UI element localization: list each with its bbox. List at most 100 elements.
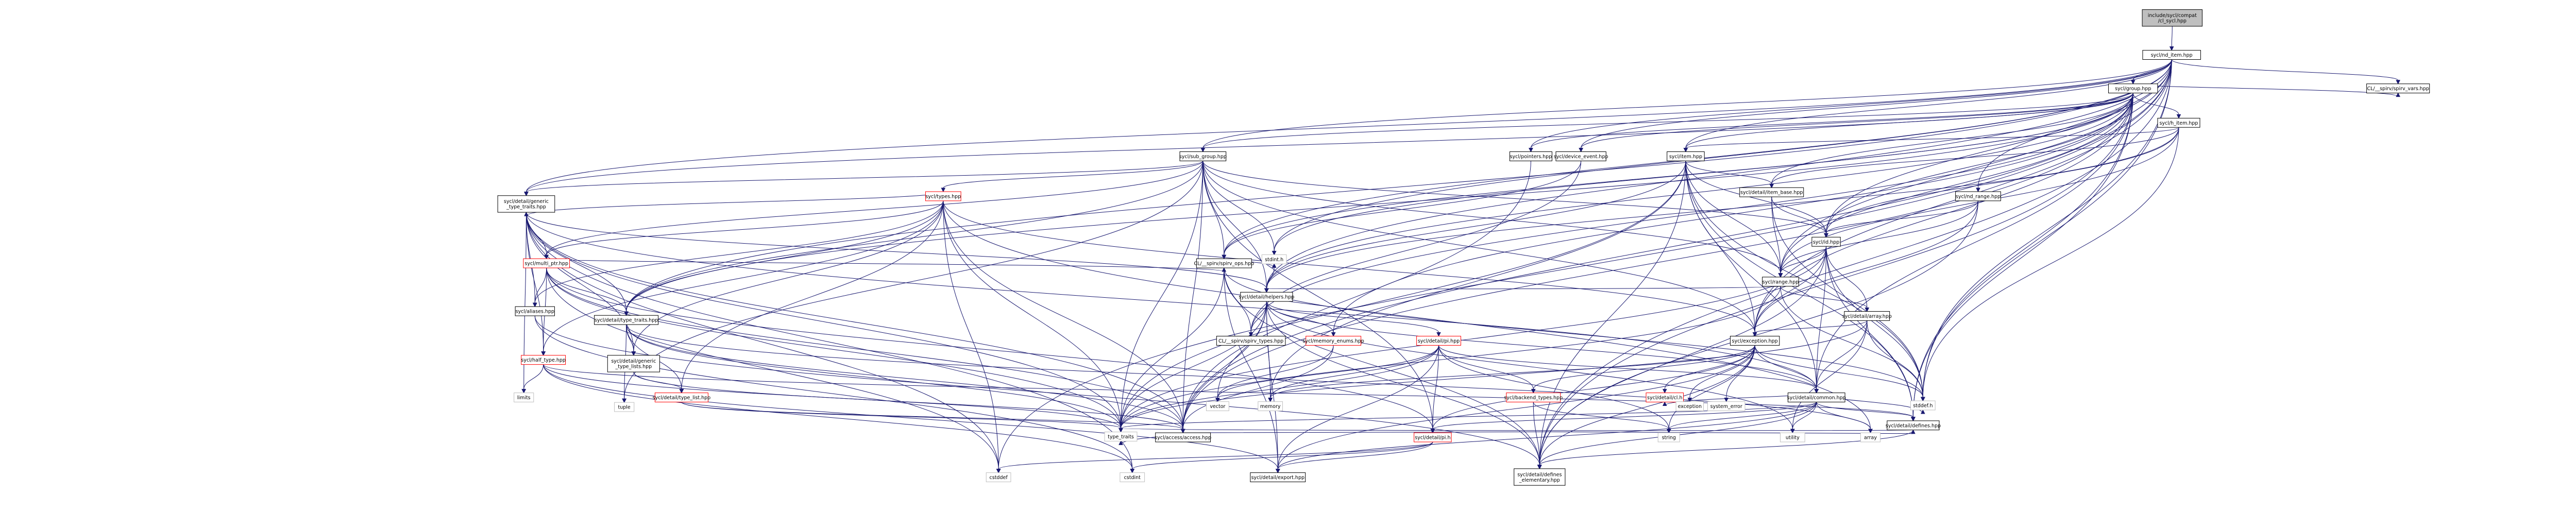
include-edge: [1685, 161, 1774, 189]
include-edge: [1826, 246, 1925, 402]
node-box: [1762, 277, 1799, 287]
graph-node-type-list[interactable]: sycl/detail/type_list.hpp: [653, 393, 711, 402]
graph-node-nd-item[interactable]: sycl/nd_item.hpp: [2142, 50, 2201, 60]
include-edge: [1533, 402, 1671, 434]
graph-node-defines[interactable]: sycl/detail/defines.hpp: [1886, 420, 1941, 431]
graph-node-nd-range[interactable]: sycl/nd_range.hpp: [1955, 191, 2001, 201]
node-box: [1509, 151, 1552, 161]
graph-node-type-traits-detail[interactable]: sycl/detail/type_traits.hpp: [594, 315, 659, 325]
graph-node-pi-h[interactable]: sycl/detail/pi.h: [1414, 432, 1452, 442]
node-label: CL/__spirv/spirv_types.hpp: [1218, 338, 1283, 344]
node-label: sycl/device_event.hpp: [1554, 154, 1608, 160]
include-edge: [1579, 59, 2172, 152]
include-edge: [532, 200, 944, 308]
include-edge: [1754, 345, 1819, 394]
node-label: sycl/detail/cl.h: [1647, 395, 1682, 401]
node-box: [607, 355, 660, 372]
graph-node-h-item[interactable]: sycl/h_item.hpp: [2157, 117, 2200, 128]
include-edge: [1202, 161, 1277, 256]
node-label: sycl/detail/generic: [611, 359, 656, 364]
graph-node-device-event[interactable]: sycl/device_event.hpp: [1554, 151, 1608, 161]
node-label: tuple: [618, 405, 631, 411]
include-edge: [1276, 345, 1439, 473]
include-edge: [1814, 246, 1827, 394]
include-edge: [1976, 59, 2172, 193]
graph-node-item[interactable]: sycl/item.hpp: [1667, 151, 1705, 161]
include-edge: [1816, 402, 1873, 434]
graph-node-common[interactable]: sycl/detail/common.hpp: [1787, 393, 1846, 402]
node-box: [654, 393, 708, 402]
node-label: include/sycl/compat: [2148, 13, 2197, 19]
include-edge: [1276, 441, 1433, 473]
graph-node-memory-enums[interactable]: sycl/memory_enums.hpp: [1303, 336, 1364, 346]
node-label: sycl/detail/type_traits.hpp: [595, 318, 658, 323]
node-label: _type_traits.hpp: [506, 205, 546, 210]
include-edge: [1537, 161, 1686, 469]
node-box: [1104, 432, 1138, 441]
node-label: sycl/aliases.hpp: [516, 309, 554, 315]
graph-node-aliases[interactable]: sycl/aliases.hpp: [515, 306, 555, 316]
node-label: sycl/item.hpp: [1669, 154, 1702, 160]
node-box: [2157, 117, 2200, 128]
node-box: [1216, 336, 1286, 346]
node-label: sycl/group.hpp: [2115, 86, 2151, 92]
node-label: sycl/access/access.hpp: [1155, 435, 1211, 441]
node-label: sycl/multi_ptr.hpp: [524, 261, 568, 267]
node-box: [523, 258, 570, 268]
graph-node-pointers[interactable]: sycl/pointers.hpp: [1509, 151, 1552, 161]
include-edge: [1685, 161, 1925, 402]
include-edge: [524, 59, 2172, 196]
include-edge: [1266, 263, 1277, 293]
node-box: [1646, 393, 1684, 402]
graph-node-defines-elementary[interactable]: sycl/detail/defines_elementary.hpp: [1514, 468, 1566, 486]
graph-node-type-traits: type_traits: [1104, 432, 1138, 441]
graph-node-range[interactable]: sycl/range.hpp: [1762, 277, 1799, 287]
node-box: [1667, 151, 1705, 161]
graph-node-access[interactable]: sycl/access/access.hpp: [1155, 432, 1211, 442]
include-edge: [1867, 320, 1925, 402]
graph-node-spirv-types[interactable]: CL/__spirv/spirv_types.hpp: [1216, 336, 1286, 346]
graph-node-multi-ptr[interactable]: sycl/multi_ptr.hpp: [523, 258, 570, 268]
node-label: stddef.h: [1913, 403, 1933, 409]
node-label: exception: [1678, 404, 1702, 410]
node-label: sycl/detail/pi.h: [1415, 435, 1450, 441]
include-edge: [1222, 161, 1582, 260]
node-label: sycl/h_item.hpp: [2159, 121, 2198, 126]
graph-node-half-type[interactable]: sycl/half_type.hpp: [521, 355, 566, 365]
graph-node-cl-h[interactable]: sycl/detail/cl.h: [1646, 393, 1684, 402]
graph-node-group[interactable]: sycl/group.hpp: [2108, 83, 2158, 94]
graph-node-item-base[interactable]: sycl/detail/item_base.hpp: [1739, 187, 1804, 197]
graph-node-pi-hpp[interactable]: sycl/detail/pi.hpp: [1416, 336, 1461, 346]
graph-node-spirv-vars[interactable]: CL/__spirv/spirv_vars.hpp: [2366, 83, 2430, 94]
graph-node-backend-types[interactable]: sycl/backend_types.hpp: [1504, 393, 1563, 402]
node-box: [497, 195, 555, 213]
include-edge: [541, 200, 944, 356]
include-edge: [1202, 161, 1227, 260]
graph-node-export[interactable]: sycl/detail/export.hpp: [1250, 472, 1306, 482]
graph-node-exception[interactable]: sycl/exception.hpp: [1730, 336, 1780, 346]
graph-node-spirv-ops[interactable]: CL/__spirv/spirv_ops.hpp: [1194, 258, 1254, 268]
node-box: [1555, 151, 1606, 161]
include-edge: [1685, 161, 1828, 238]
include-edge: [1529, 59, 2172, 152]
graph-node-types[interactable]: sycl/types.hpp: [925, 191, 961, 201]
include-edge: [2130, 59, 2172, 84]
node-box: [515, 306, 555, 316]
node-box: [1844, 311, 1890, 321]
graph-node-helpers[interactable]: sycl/detail/helpers.hpp: [1239, 292, 1294, 302]
graph-node-generic-type-traits[interactable]: sycl/detail/generic_type_traits.hpp: [497, 195, 555, 213]
node-box: [1739, 187, 1804, 197]
include-edge: [534, 316, 1542, 469]
graph-node-generic-type-lists[interactable]: sycl/detail/generic_type_lists.hpp: [607, 355, 660, 372]
include-edge: [1130, 441, 1433, 473]
graph-node-array[interactable]: sycl/detail/array.hpp: [1842, 311, 1892, 321]
graph-node-id[interactable]: sycl/id.hpp: [1811, 236, 1841, 247]
node-label: sycl/memory_enums.hpp: [1303, 338, 1364, 344]
include-edge: [1778, 200, 1978, 278]
node-box: [594, 315, 659, 325]
node-box: [1955, 191, 2001, 201]
node-label: CL/__spirv/spirv_ops.hpp: [1194, 261, 1254, 267]
graph-node-sub-group[interactable]: sycl/sub_group.hpp: [1179, 151, 1227, 161]
include-edge: [1816, 402, 1916, 421]
